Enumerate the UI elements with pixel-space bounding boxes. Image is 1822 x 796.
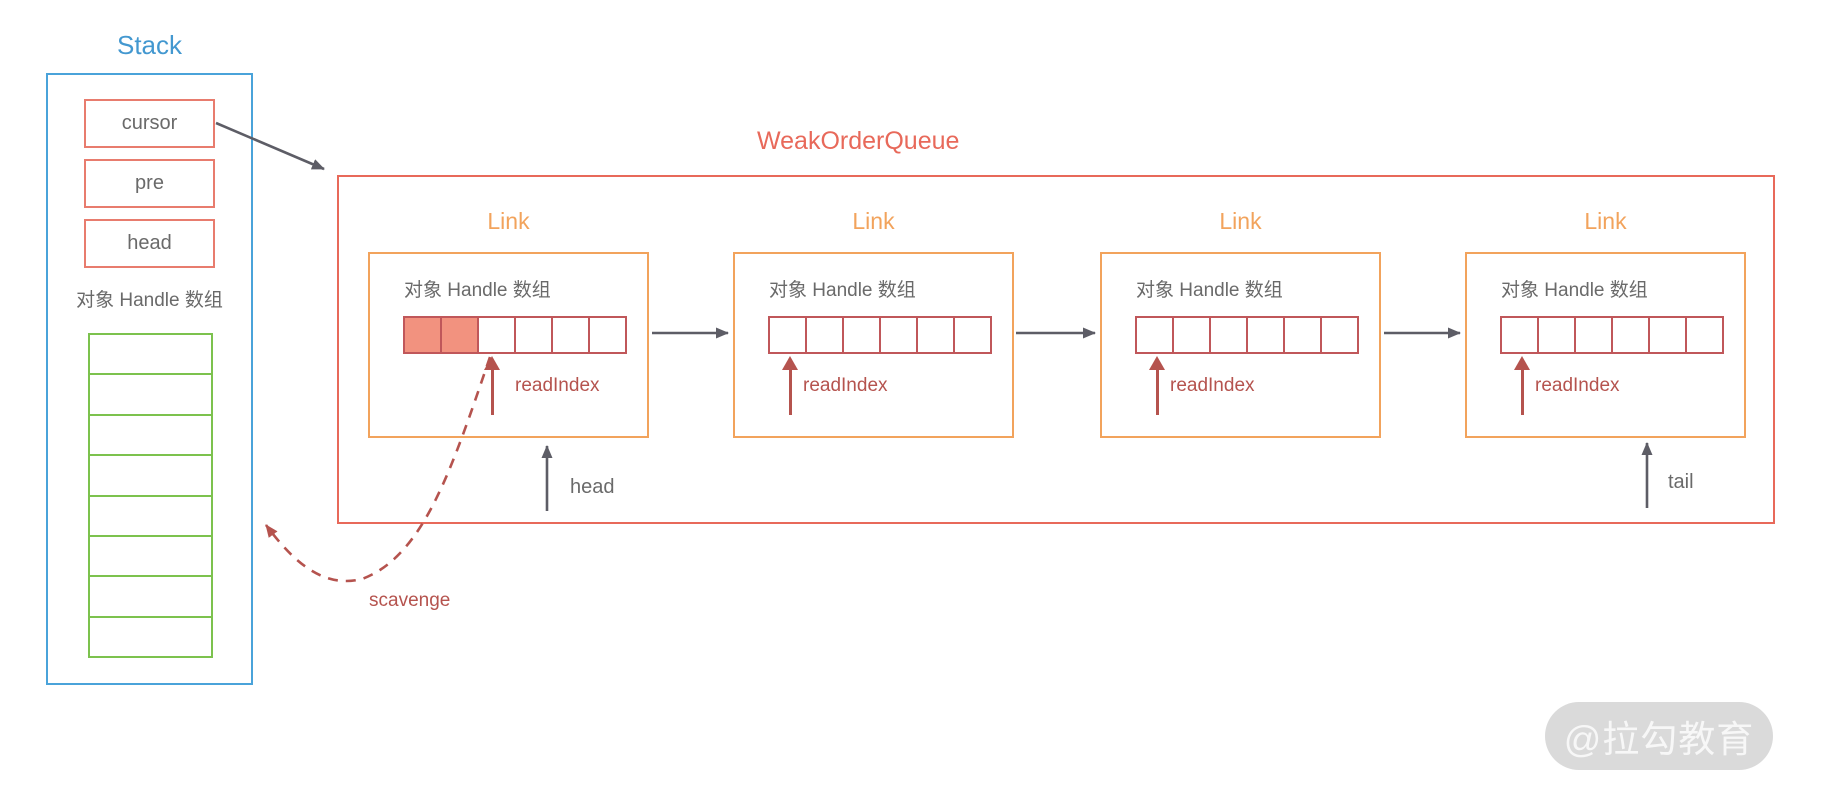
readindex-label: readIndex <box>1535 375 1620 396</box>
link-box: 对象 Handle 数组 readIndex <box>1100 252 1381 438</box>
handle-cell <box>1246 318 1283 352</box>
handle-cell <box>1172 318 1209 352</box>
stack-array-cell <box>90 416 211 457</box>
handle-cell <box>879 318 916 352</box>
link-node: Link 对象 Handle 数组 readIndex <box>1100 208 1381 438</box>
link-node: Link 对象 Handle 数组 readIndex <box>368 208 649 438</box>
readindex-arrow-line <box>491 368 494 415</box>
handle-array <box>768 316 992 354</box>
queue-box <box>337 175 1775 524</box>
handle-cell <box>842 318 879 352</box>
tail-pointer-label: tail <box>1668 471 1694 493</box>
link-title: Link <box>1584 208 1627 234</box>
handle-cell <box>953 318 990 352</box>
stack-array-cell <box>90 497 211 537</box>
watermark-badge: @拉勾教育 <box>1545 702 1773 770</box>
stack-array-cell <box>90 456 211 497</box>
readindex-label: readIndex <box>1170 375 1255 396</box>
link-node: Link 对象 Handle 数组 readIndex <box>1465 208 1746 438</box>
handle-cell <box>805 318 842 352</box>
stack-array-cell <box>90 335 211 376</box>
handle-cell <box>588 318 625 352</box>
handle-cell <box>1537 318 1574 352</box>
stack-field-head: head <box>84 219 215 268</box>
readindex-arrow-line <box>789 368 792 415</box>
handle-cell <box>1502 318 1537 352</box>
handle-cell <box>1283 318 1320 352</box>
readindex-arrow-line <box>1156 368 1159 415</box>
handle-cell <box>1685 318 1722 352</box>
scavenge-label: scavenge <box>369 590 451 611</box>
stack-handle-array <box>88 333 213 658</box>
stack-array-cell <box>90 537 211 578</box>
handle-cell <box>514 318 551 352</box>
link-box: 对象 Handle 数组 readIndex <box>733 252 1014 438</box>
handle-cell <box>770 318 805 352</box>
stack-field-pre: pre <box>84 159 215 208</box>
handle-array-label: 对象 Handle 数组 <box>404 280 551 301</box>
handle-array-label: 对象 Handle 数组 <box>769 280 916 301</box>
handle-array <box>1500 316 1724 354</box>
handle-cell <box>1648 318 1685 352</box>
handle-cell <box>477 318 514 352</box>
readindex-arrowhead <box>1514 356 1530 370</box>
readindex-label: readIndex <box>515 375 600 396</box>
stack-array-cell <box>90 618 211 656</box>
head-pointer-label: head <box>570 476 615 498</box>
link-title: Link <box>487 208 530 234</box>
readindex-label: readIndex <box>803 375 888 396</box>
handle-cell-filled <box>440 318 477 352</box>
handle-cell <box>1320 318 1357 352</box>
handle-cell <box>1209 318 1246 352</box>
readindex-arrowhead <box>1149 356 1165 370</box>
link-box: 对象 Handle 数组 readIndex <box>1465 252 1746 438</box>
readindex-arrowhead <box>782 356 798 370</box>
handle-array-label: 对象 Handle 数组 <box>1501 280 1648 301</box>
handle-cell <box>1611 318 1648 352</box>
stack-array-label: 对象 Handle 数组 <box>76 290 223 311</box>
stack-title: Stack <box>116 30 183 60</box>
handle-array <box>1135 316 1359 354</box>
handle-array <box>403 316 627 354</box>
stack-array-cell <box>90 375 211 416</box>
handle-cell <box>916 318 953 352</box>
handle-cell <box>551 318 588 352</box>
queue-title: WeakOrderQueue <box>757 127 960 155</box>
link-node: Link 对象 Handle 数组 readIndex <box>733 208 1014 438</box>
readindex-arrow-line <box>1521 368 1524 415</box>
handle-array-label: 对象 Handle 数组 <box>1136 280 1283 301</box>
link-title: Link <box>852 208 895 234</box>
link-box: 对象 Handle 数组 readIndex <box>368 252 649 438</box>
handle-cell <box>1574 318 1611 352</box>
handle-cell-filled <box>405 318 440 352</box>
stack-array-cell <box>90 577 211 618</box>
stack-box: cursor pre head 对象 Handle 数组 <box>46 73 253 685</box>
stack-field-cursor: cursor <box>84 99 215 148</box>
link-title: Link <box>1219 208 1262 234</box>
handle-cell <box>1137 318 1172 352</box>
